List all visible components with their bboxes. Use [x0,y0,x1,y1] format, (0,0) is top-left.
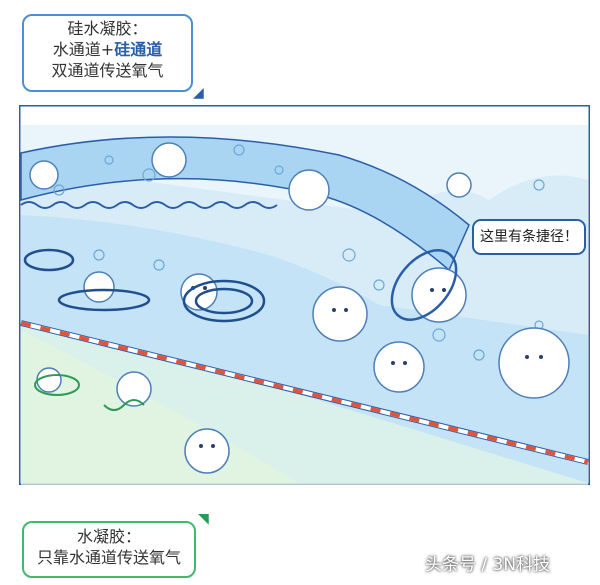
wavy-boundary [20,201,278,209]
silicone-hydrogel-desc: 双通道传送氧气 [51,61,164,80]
silicone-hydrogel-title: 硅水凝胶： [67,19,148,38]
molecule-eyes [191,286,543,448]
hydrogel-title: 水凝胶： [76,527,141,546]
water-swirls [23,248,266,323]
silicone-channel-label: 硅通道 [114,40,163,59]
oxygen-molecule-characters [29,142,570,474]
pointer-arrow-icon: ◥ [198,511,209,527]
mid-green-strip [21,320,588,485]
watermark: 头条号 / 3N科技 [425,555,551,575]
hydrogel-callout: 水凝胶： 只靠水通道传送氧气 [22,521,196,578]
shortcut-ring [390,249,458,321]
dashed-rail-line [20,320,589,465]
silicone-hydrogel-callout: 硅水凝胶： 水通道+硅通道 双通道传送氧气 [22,14,193,92]
oxygen-channel-illustration [19,105,590,485]
lower-water-band [21,215,588,483]
hydrogel-swirl [34,374,145,411]
silicone-hydrogel-channels: 水通道+硅通道 [24,39,191,60]
hydrogel-desc: 只靠水通道传送氧气 [36,548,181,567]
water-channel-label: 水通道+ [52,40,115,59]
pointer-arrow-icon: ◢ [193,85,204,101]
speech-bubble: 这里有条捷径！ [472,219,586,255]
